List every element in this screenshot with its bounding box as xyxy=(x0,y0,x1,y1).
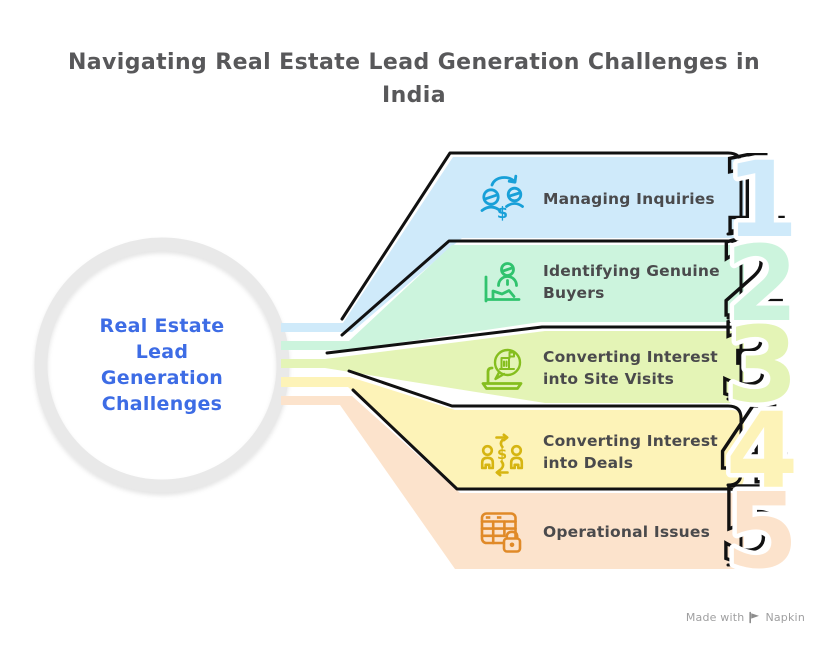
band-label-1: Managing Inquiries xyxy=(543,190,715,208)
number-2-outline: 2 xyxy=(718,218,790,340)
center-node-line: Challenges xyxy=(101,393,223,415)
number-5-outline: 5 xyxy=(718,465,790,587)
band-label-5: Operational Issues xyxy=(543,523,711,541)
svg-text:$: $ xyxy=(497,447,507,463)
band-outline-1 xyxy=(340,151,743,321)
step-numbers: 1 2 3 4 5 1 2 3 4 5 1 2 3 4 5 xyxy=(716,132,803,596)
center-node-line: Lead xyxy=(135,341,189,363)
napkin-brand-text: Napkin xyxy=(765,611,805,624)
number-1-halo: 1 xyxy=(726,139,798,261)
number-4: 4 xyxy=(726,390,798,512)
center-node-line: Real Estate xyxy=(99,315,225,337)
number-3-outline: 3 xyxy=(718,299,790,421)
band-shape-2[interactable] xyxy=(281,245,744,350)
band-shape-5[interactable] xyxy=(281,396,744,569)
number-5-halo: 5 xyxy=(726,470,798,592)
number-3-halo: 3 xyxy=(726,304,798,426)
band-label-2: Identifying Genuine Buyers xyxy=(543,262,720,302)
number-4-halo: 4 xyxy=(726,390,798,512)
center-node-line: Generation xyxy=(100,367,224,389)
made-with-napkin-watermark[interactable]: Made with Napkin xyxy=(686,611,805,624)
band-shape-4[interactable] xyxy=(281,377,744,489)
spreadsheet-lock-icon xyxy=(480,512,522,553)
number-1-outline: 1 xyxy=(718,134,790,256)
band-outline-3 xyxy=(325,325,743,401)
band-outline-4 xyxy=(347,369,743,487)
band-label-3: Converting Interest into Site Visits xyxy=(543,348,718,388)
buyer-at-desk-icon xyxy=(484,262,521,303)
band-outline-5 xyxy=(351,388,743,567)
band-shape-3[interactable] xyxy=(281,331,744,403)
number-2: 2 xyxy=(726,223,798,345)
number-3: 3 xyxy=(726,304,798,426)
number-1: 1 xyxy=(726,139,798,261)
center-node-label: Real Estate Lead Generation Challenges xyxy=(72,313,252,417)
deal-exchange-icon: $ xyxy=(480,433,524,477)
band-outline-2 xyxy=(340,239,743,337)
made-with-text: Made with xyxy=(685,611,745,624)
page-title: Navigating Real Estate Lead Generation C… xyxy=(67,50,761,108)
inquiries-exchange-icon: $ xyxy=(480,174,524,222)
number-4-outline: 4 xyxy=(718,385,790,507)
number-5: 5 xyxy=(726,470,798,592)
svg-text:$: $ xyxy=(497,203,508,222)
band-label-4: Converting Interest into Deals xyxy=(543,432,718,472)
napkin-logo-icon xyxy=(749,611,760,624)
laptop-chat-building-icon xyxy=(481,348,523,390)
number-2-halo: 2 xyxy=(726,223,798,345)
